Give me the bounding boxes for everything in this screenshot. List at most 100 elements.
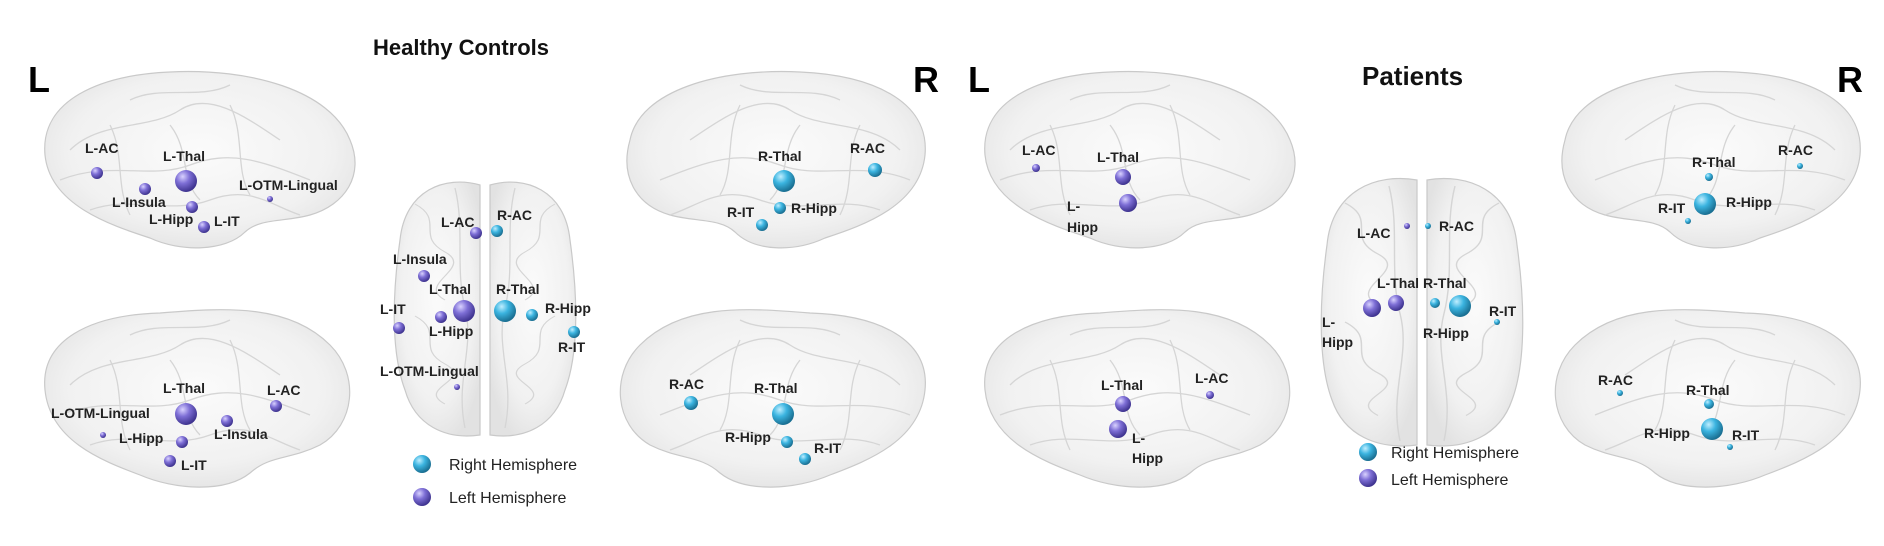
node-l-hipp xyxy=(176,436,188,448)
pt-brain-medial-left xyxy=(984,309,1291,488)
node-r-thal xyxy=(772,403,794,425)
hc-brain-axial xyxy=(393,181,577,437)
label-r-ac: R-AC xyxy=(669,376,704,392)
node-l-hipp xyxy=(1363,299,1381,317)
pt-brain-lateral-left xyxy=(984,70,1296,249)
node-r-hipp xyxy=(526,309,538,321)
label-r-hipp: R-Hipp xyxy=(1644,425,1690,441)
node-r-ac xyxy=(684,396,698,410)
label-l-insula: L-Insula xyxy=(393,251,447,267)
node-l-thal xyxy=(175,170,197,192)
label-r-ac: R-AC xyxy=(850,140,885,156)
label-r-it: R-IT xyxy=(814,440,842,456)
label-r-it: R-IT xyxy=(727,204,755,220)
label-r-ac: R-AC xyxy=(1598,372,1633,388)
node-r-thal xyxy=(1705,173,1713,181)
node-r-ac xyxy=(1425,223,1431,229)
node-r-hipp xyxy=(781,436,793,448)
label-l-insula: L-Insula xyxy=(112,194,166,210)
node-l-hipp xyxy=(435,311,447,323)
label-l-hipp-b: Hipp xyxy=(1067,219,1098,235)
node-l-it xyxy=(164,455,176,467)
label-l-thal: L-Thal xyxy=(163,148,205,164)
hc-right-marker: R xyxy=(913,59,939,100)
label-l-hipp-b: Hipp xyxy=(1322,334,1353,350)
hc-nodes-axial: L-AC R-AC L-Insula L-Thal R-Thal L-IT L-… xyxy=(380,207,591,390)
hc-brain-medial-left xyxy=(44,309,351,488)
node-r-it xyxy=(568,326,580,338)
label-r-hipp: R-Hipp xyxy=(1423,325,1469,341)
node-r-ac xyxy=(868,163,882,177)
legend-left-swatch xyxy=(1359,469,1377,487)
pt-nodes-medial-left: L-Thal L-AC L- Hipp xyxy=(1101,370,1228,466)
label-l-thal: L-Thal xyxy=(1377,275,1419,291)
legend-right-swatch xyxy=(413,455,431,473)
label-r-ac: R-AC xyxy=(1778,142,1813,158)
node-r-hipp xyxy=(1701,418,1723,440)
node-l-ac xyxy=(1206,391,1214,399)
hc-left-marker: L xyxy=(28,59,50,100)
label-l-hipp-a: L- xyxy=(1067,198,1081,214)
label-r-thal: R-Thal xyxy=(758,148,802,164)
hc-nodes-medial-left: L-Thal L-AC L-OTM-Lingual L-Insula L-Hip… xyxy=(51,380,300,473)
legend-left-label: Left Hemisphere xyxy=(1391,472,1508,489)
node-l-thal xyxy=(1388,295,1404,311)
label-l-hipp: L-Hipp xyxy=(149,211,193,227)
label-l-hipp: L-Hipp xyxy=(119,430,163,446)
label-l-ac: L-AC xyxy=(441,214,474,230)
label-l-it: L-IT xyxy=(181,457,207,473)
label-l-ac: L-AC xyxy=(267,382,300,398)
hc-brain-medial-right xyxy=(619,309,926,488)
node-l-insula xyxy=(418,270,430,282)
hc-nodes-medial-right: R-AC R-Thal R-Hipp R-IT xyxy=(669,376,842,465)
node-l-insula xyxy=(221,415,233,427)
hc-panel-title: Healthy Controls xyxy=(373,35,549,60)
pt-nodes-lateral-right: R-Thal R-AC R-IT R-Hipp xyxy=(1658,142,1813,224)
node-l-ac xyxy=(1404,223,1410,229)
label-r-thal: R-Thal xyxy=(1692,154,1736,170)
node-l-it xyxy=(393,322,405,334)
label-l-ac: L-AC xyxy=(1195,370,1228,386)
legend-right-label: Right Hemisphere xyxy=(449,457,577,474)
node-r-it xyxy=(1727,444,1733,450)
node-r-ac xyxy=(1797,163,1803,169)
hc-legend: Right Hemisphere Left Hemisphere xyxy=(413,455,577,507)
pt-nodes-lateral-left: L-AC L-Thal L- Hipp xyxy=(1022,142,1139,235)
label-r-thal: R-Thal xyxy=(1423,275,1467,291)
label-l-hipp: L-Hipp xyxy=(429,323,473,339)
label-l-thal: L-Thal xyxy=(163,380,205,396)
node-r-thal xyxy=(1430,298,1440,308)
pt-brain-medial-right xyxy=(1554,309,1861,488)
label-l-it: L-IT xyxy=(214,213,240,229)
legend-left-swatch xyxy=(413,488,431,506)
label-r-hipp: R-Hipp xyxy=(1726,194,1772,210)
legend-right-swatch xyxy=(1359,443,1377,461)
label-r-it: R-IT xyxy=(1489,303,1517,319)
label-l-otm-lingual: L-OTM-Lingual xyxy=(51,405,150,421)
pt-nodes-axial: L-AC R-AC L-Thal R-Thal L- Hipp R-Hipp R… xyxy=(1322,218,1517,350)
hc-nodes-lateral-right: R-Thal R-AC R-IT R-Hipp xyxy=(727,140,885,231)
label-l-thal: L-Thal xyxy=(1101,377,1143,393)
pt-nodes-medial-right: R-AC R-Thal R-Hipp R-IT xyxy=(1598,372,1760,450)
label-l-ac: L-AC xyxy=(1022,142,1055,158)
label-r-it: R-IT xyxy=(1732,427,1760,443)
node-r-hipp xyxy=(1694,193,1716,215)
node-l-ac xyxy=(470,227,482,239)
label-r-ac: R-AC xyxy=(1439,218,1474,234)
label-l-hipp-a: L- xyxy=(1132,430,1146,446)
node-l-otm-lingual xyxy=(267,196,273,202)
node-r-it xyxy=(1494,319,1500,325)
node-l-thal xyxy=(1115,396,1131,412)
legend-left-label: Left Hemisphere xyxy=(449,490,566,507)
pt-brain-lateral-right xyxy=(1561,70,1861,249)
label-r-hipp: R-Hipp xyxy=(545,300,591,316)
pt-left-marker: L xyxy=(968,59,990,100)
label-r-hipp: R-Hipp xyxy=(791,200,837,216)
label-l-otm-lingual: L-OTM-Lingual xyxy=(239,177,338,193)
node-r-thal xyxy=(494,300,516,322)
node-r-hipp xyxy=(774,202,786,214)
label-l-it: L-IT xyxy=(380,301,406,317)
node-l-it xyxy=(198,221,210,233)
label-r-thal: R-Thal xyxy=(496,281,540,297)
node-l-hipp xyxy=(1109,420,1127,438)
